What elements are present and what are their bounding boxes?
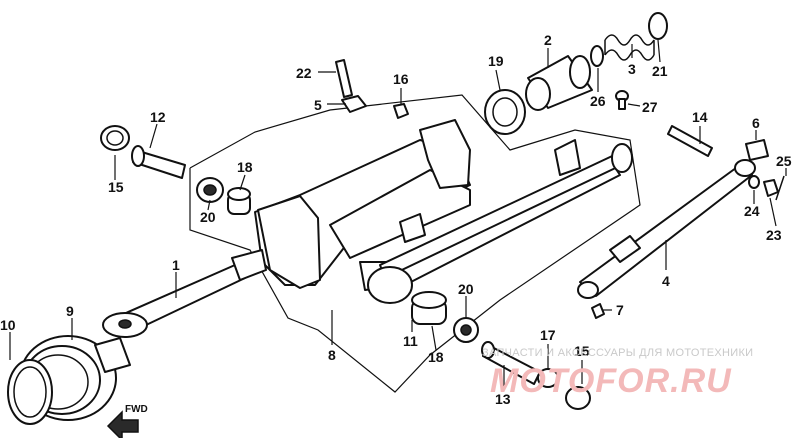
- callout-23: 23: [766, 227, 782, 243]
- callout-12: 12: [150, 109, 166, 125]
- boot-ring: [7, 359, 53, 425]
- pivot-cap-left: [100, 125, 130, 151]
- spring-3: [604, 34, 655, 61]
- pivot-bolt-right: [481, 341, 541, 385]
- callout-3: 3: [628, 61, 636, 77]
- pivot-nut: [537, 368, 559, 388]
- callout-15-right: 15: [574, 343, 590, 359]
- drive-shaft: [102, 249, 267, 338]
- leader-lines: [9, 39, 787, 388]
- swingarm-body: [254, 119, 633, 304]
- assembly-boundary-outline: [189, 94, 641, 393]
- pivot-cap-right: [565, 386, 591, 410]
- grease-nipple-27: [615, 90, 629, 110]
- callout-10: 10: [0, 317, 16, 333]
- o-ring-26: [590, 45, 604, 67]
- bolt-14: [667, 125, 713, 157]
- nut-23: [763, 179, 779, 197]
- callout-19: 19: [488, 53, 504, 69]
- callout-13: 13: [495, 391, 511, 407]
- callout-8: 8: [328, 347, 336, 363]
- cotter-pin-25: [775, 175, 785, 201]
- torque-link: [577, 159, 756, 299]
- callout-5: 5: [314, 97, 322, 113]
- fwd-arrow: [106, 410, 139, 438]
- rubber-boot: [525, 55, 593, 111]
- collar-6: [745, 139, 769, 161]
- pivot-bolt-left: [131, 145, 186, 179]
- callout-27: 27: [642, 99, 658, 115]
- callout-26: 26: [590, 93, 606, 109]
- dust-seal: [484, 89, 526, 135]
- callout-7: 7: [616, 302, 624, 318]
- plate-5: [341, 95, 367, 113]
- callout-15-left: 15: [108, 179, 124, 195]
- callout-20-right: 20: [458, 281, 474, 297]
- clip-7: [591, 303, 605, 319]
- nut-16: [393, 103, 409, 119]
- callout-20-left: 20: [200, 209, 216, 225]
- callout-17: 17: [540, 327, 556, 343]
- callout-4: 4: [662, 273, 670, 289]
- callout-9: 9: [66, 303, 74, 319]
- callout-25: 25: [776, 153, 792, 169]
- callout-18-right: 18: [428, 349, 444, 365]
- collar-left: [227, 187, 251, 215]
- callout-6: 6: [752, 115, 760, 131]
- callout-2: 2: [544, 32, 552, 48]
- callout-11: 11: [403, 333, 418, 349]
- callout-14: 14: [692, 109, 708, 125]
- callout-16: 16: [393, 71, 409, 87]
- collar-right: [411, 291, 447, 325]
- watermark-brand: MOTOFOR.RU: [490, 362, 732, 400]
- callout-24: 24: [744, 203, 760, 219]
- callout-1: 1: [172, 257, 180, 273]
- callout-18-left: 18: [237, 159, 253, 175]
- snap-ring-21: [648, 12, 668, 40]
- bolt-22: [335, 59, 353, 98]
- callout-22: 22: [296, 65, 312, 81]
- watermark-caption: ЗАПЧАСТИ И АКСЕССУАРЫ ДЛЯ МОТОТЕХНИКИ: [482, 347, 753, 359]
- callout-21: 21: [652, 63, 668, 79]
- fwd-label: FWD: [125, 404, 148, 415]
- washer-24: [748, 175, 760, 189]
